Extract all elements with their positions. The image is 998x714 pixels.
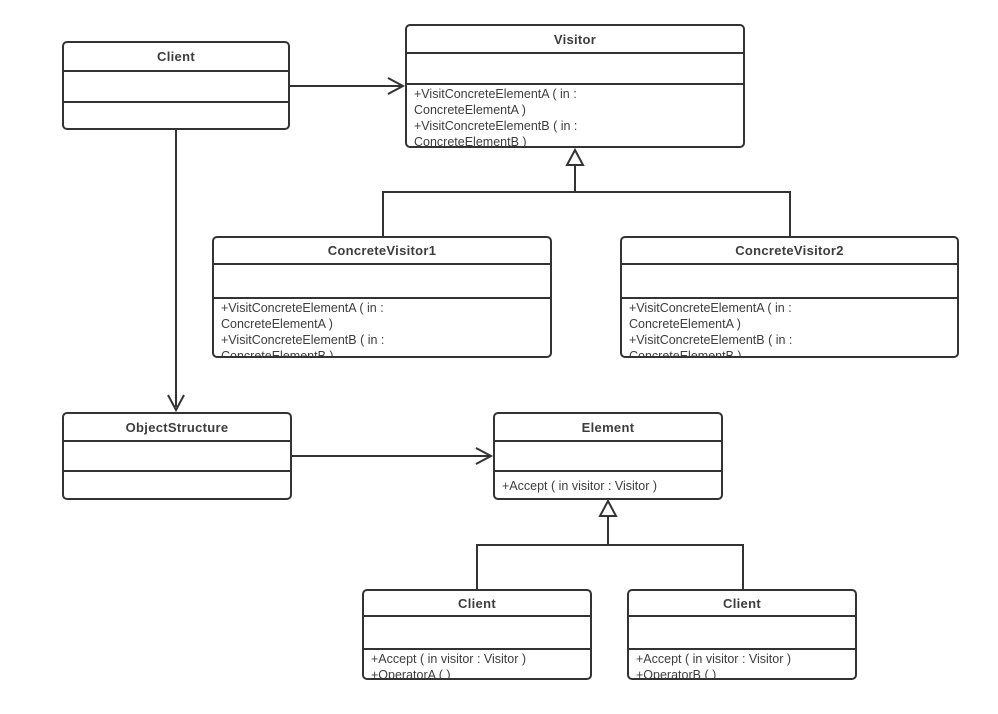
class-client-top[interactable]: Client xyxy=(62,41,290,130)
method: +Accept ( in visitor : Visitor ) xyxy=(371,652,527,666)
class-title: ConcreteVisitor2 xyxy=(735,243,844,258)
class-methods: +VisitConcreteElementA ( in : ConcreteEl… xyxy=(214,297,550,356)
class-methods: +Accept ( in visitor : Visitor ) +Operat… xyxy=(629,648,855,678)
method: +OperatorA ( ) xyxy=(371,668,451,678)
class-attributes xyxy=(364,615,590,648)
class-attributes xyxy=(495,440,721,470)
class-element[interactable]: Element +Accept ( in visitor : Visitor ) xyxy=(493,412,723,500)
class-title: Client xyxy=(458,595,496,611)
generalization-branch-concretevisitors xyxy=(382,191,791,236)
method: +VisitConcreteElementA ( in : ConcreteEl… xyxy=(414,87,577,117)
class-object-structure[interactable]: ObjectStructure xyxy=(62,412,292,500)
class-methods: +Accept ( in visitor : Visitor ) +Operat… xyxy=(364,648,590,678)
class-title: Element xyxy=(581,419,635,435)
method: +VisitConcreteElementB ( in : ConcreteEl… xyxy=(629,333,793,356)
open-arrowhead-icon xyxy=(475,447,494,465)
class-attributes xyxy=(64,70,288,101)
method: +VisitConcreteElementA ( in : ConcreteEl… xyxy=(221,301,384,331)
open-arrowhead-icon xyxy=(167,394,185,413)
class-methods: +VisitConcreteElementA ( in : ConcreteEl… xyxy=(622,297,957,356)
method: +Accept ( in visitor : Visitor ) xyxy=(502,479,658,493)
generalization-branch-clients xyxy=(476,544,744,589)
method: +OperatorB ( ) xyxy=(636,668,717,678)
class-methods xyxy=(64,470,290,498)
class-attributes xyxy=(64,440,290,470)
class-title: ObjectStructure xyxy=(125,419,229,435)
method: +VisitConcreteElementA ( in : ConcreteEl… xyxy=(629,301,792,331)
class-visitor[interactable]: Visitor +VisitConcreteElementA ( in : Co… xyxy=(405,24,745,148)
class-attributes xyxy=(622,263,957,297)
method: +VisitConcreteElementB ( in : ConcreteEl… xyxy=(414,119,578,146)
class-attributes xyxy=(407,52,743,83)
class-attributes xyxy=(629,615,855,648)
hollow-triangle-icon xyxy=(598,498,618,517)
class-title: Visitor xyxy=(553,31,597,47)
class-methods: +Accept ( in visitor : Visitor ) xyxy=(495,470,721,498)
class-concrete-visitor-1[interactable]: ConcreteVisitor1 +VisitConcreteElementA … xyxy=(212,236,552,358)
class-client-bottom-left[interactable]: Client +Accept ( in visitor : Visitor ) … xyxy=(362,589,592,680)
class-methods: +VisitConcreteElementA ( in : ConcreteEl… xyxy=(407,83,743,146)
method: +VisitConcreteElementB ( in : ConcreteEl… xyxy=(221,333,385,356)
class-concrete-visitor-2[interactable]: ConcreteVisitor2 +VisitConcreteElementA … xyxy=(620,236,959,358)
hollow-triangle-icon xyxy=(565,147,585,166)
class-client-bottom-right[interactable]: Client +Accept ( in visitor : Visitor ) … xyxy=(627,589,857,680)
method: +Accept ( in visitor : Visitor ) xyxy=(636,652,792,666)
class-methods xyxy=(64,101,288,128)
class-title: Client xyxy=(723,595,761,611)
class-attributes xyxy=(214,263,550,297)
class-title: ConcreteVisitor1 xyxy=(327,243,437,258)
class-title: Client xyxy=(157,49,195,64)
open-arrowhead-icon xyxy=(387,77,406,95)
